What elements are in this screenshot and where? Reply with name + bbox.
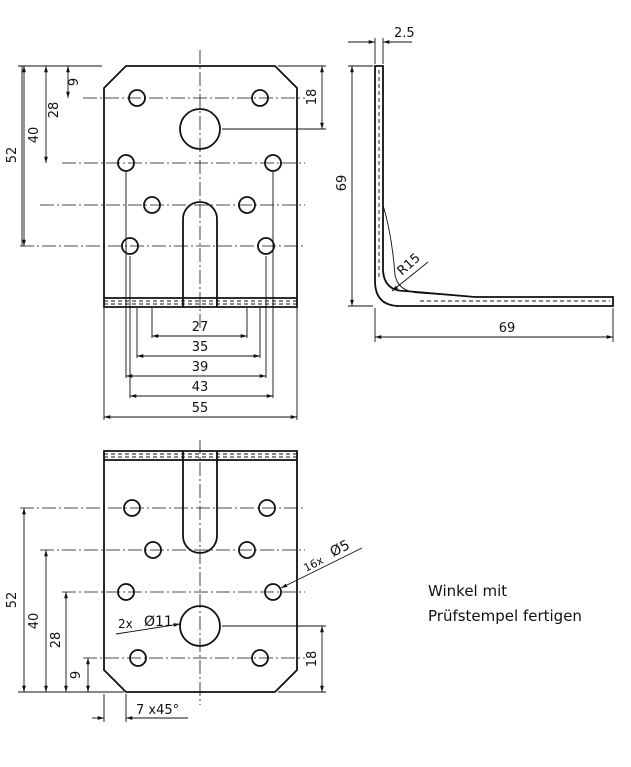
front-slot xyxy=(182,201,218,307)
dim-chamfer: 7 x45° xyxy=(136,703,179,718)
dim-52-bottom: 52 xyxy=(5,592,20,609)
dim-40: 40 xyxy=(27,127,42,144)
hole-icon xyxy=(251,89,269,107)
dim-40-bottom: 40 xyxy=(27,613,42,630)
hole-icon xyxy=(129,649,147,667)
dim-2-5: 2.5 xyxy=(394,26,415,41)
drawing-note: Winkel mit Prüfstempel fertigen xyxy=(428,582,582,625)
side-view: 2.5 69 69 R15 xyxy=(335,26,614,342)
note-line-2: Prüfstempel fertigen xyxy=(428,607,582,625)
hole-icon xyxy=(128,89,146,107)
dim-35: 35 xyxy=(192,340,209,355)
dim-9: 9 xyxy=(67,78,82,86)
dim-18: 18 xyxy=(305,89,320,106)
leader-dia-11 xyxy=(115,623,181,635)
side-bend-inner-line xyxy=(382,204,479,298)
bottom-bend-hidden-lines xyxy=(104,453,297,458)
holes-count-large: 2x xyxy=(118,617,133,631)
dim-18-bottom: 18 xyxy=(305,651,320,668)
dia-5: Ø5 xyxy=(328,537,353,560)
dim-r15: R15 xyxy=(395,251,424,279)
leader-dia-5 xyxy=(280,547,363,589)
dim-line-r15 xyxy=(391,261,429,292)
note-line-1: Winkel mit xyxy=(428,582,507,600)
hole-icon xyxy=(264,154,282,172)
hole-icon xyxy=(117,154,135,172)
dim-9-bottom: 9 xyxy=(69,671,84,679)
hole-icon xyxy=(123,499,141,517)
hole-icon xyxy=(257,237,275,255)
bottom-plate-outline xyxy=(103,450,298,693)
dim-52: 52 xyxy=(5,147,20,164)
dim-55: 55 xyxy=(192,401,209,416)
dim-43: 43 xyxy=(192,380,209,395)
side-profile-outline xyxy=(374,65,614,307)
dim-27: 27 xyxy=(192,320,209,335)
front-plate-outline xyxy=(103,65,298,308)
hole-icon xyxy=(143,196,161,214)
large-hole-icon xyxy=(179,605,221,647)
large-hole-icon xyxy=(179,108,221,150)
hole-icon xyxy=(121,237,139,255)
dim-69-horizontal: 69 xyxy=(499,321,516,336)
dim-28: 28 xyxy=(47,102,62,119)
side-center-hidden-lines xyxy=(378,70,610,302)
front-view: 27 35 39 43 55 9 28 40 52 18 xyxy=(5,50,326,420)
hole-icon xyxy=(238,541,256,559)
dia-11: Ø11 xyxy=(144,614,173,630)
hole-icon xyxy=(144,541,162,559)
front-bend-hidden-lines xyxy=(104,300,297,305)
hole-icon xyxy=(238,196,256,214)
hole-icon xyxy=(117,583,135,601)
hole-icon xyxy=(251,649,269,667)
dim-69-vertical: 69 xyxy=(335,175,350,192)
bottom-view: 52 40 28 9 18 16x Ø5 2x Ø11 7 x45° xyxy=(5,440,363,722)
dim-39: 39 xyxy=(192,360,209,375)
front-extension-lines xyxy=(103,172,298,420)
dim-28-bottom: 28 xyxy=(49,632,64,649)
hole-icon xyxy=(258,499,276,517)
hole-icon xyxy=(264,583,282,601)
